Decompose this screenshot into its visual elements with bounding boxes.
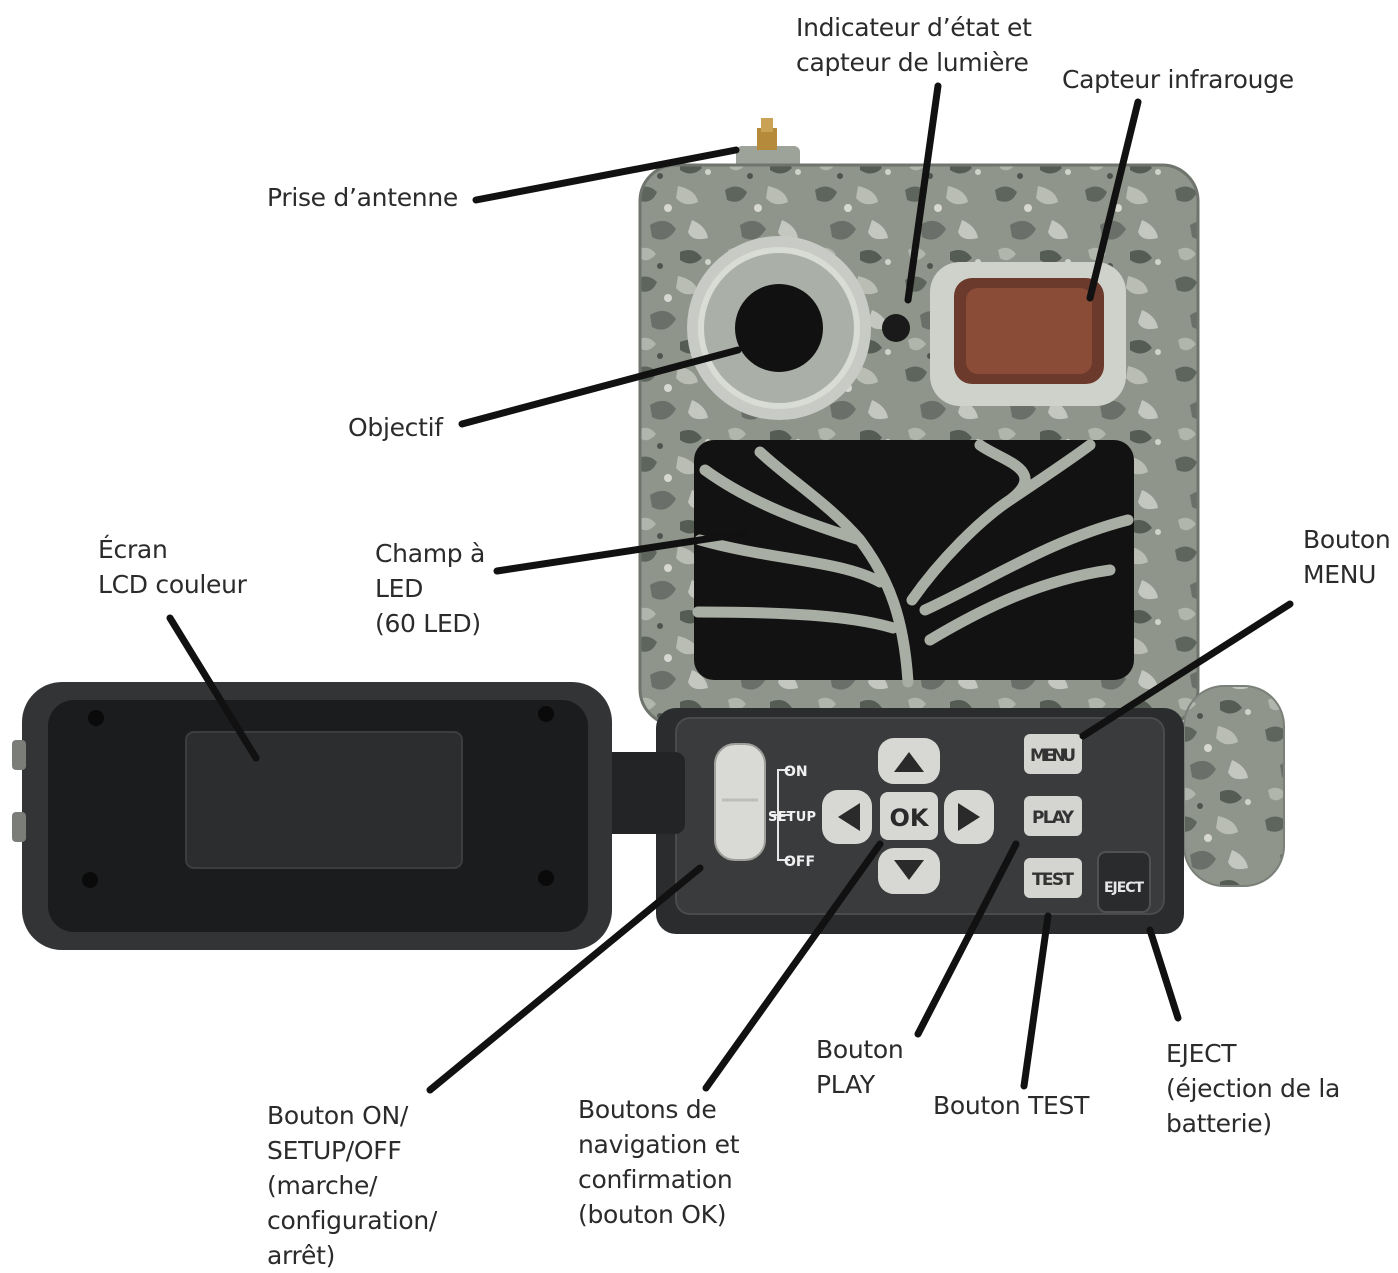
- label-status-indicator: Indicateur d’état et capteur de lumière: [796, 10, 1032, 80]
- label-infrared-sensor: Capteur infrarouge: [1062, 62, 1294, 97]
- label-play: Bouton PLAY: [816, 1032, 903, 1102]
- switch-setup-label: SETUP: [768, 810, 816, 825]
- menu-button-label: MENU: [1030, 746, 1076, 766]
- lens: [687, 236, 871, 420]
- eject-button-label: EJECT: [1104, 880, 1144, 896]
- label-eject: EJECT (éjection de la batterie): [1166, 1036, 1340, 1141]
- leader-eject: [1150, 930, 1178, 1018]
- label-menu: Bouton MENU: [1303, 522, 1390, 592]
- label-led: Champ à LED (60 LED): [375, 536, 485, 641]
- label-onoff: Bouton ON/ SETUP/OFF (marche/ configurat…: [267, 1098, 437, 1273]
- status-indicator: [882, 314, 910, 342]
- switch-off-label: OFF: [784, 854, 815, 870]
- leader-test: [1024, 916, 1048, 1086]
- play-button-label: PLAY: [1032, 808, 1075, 828]
- led-array: [694, 440, 1134, 682]
- label-navigation: Boutons de navigation et confirmation (b…: [578, 1092, 739, 1232]
- label-lcd: Écran LCD couleur: [98, 532, 247, 602]
- ok-button-label: OK: [890, 804, 930, 832]
- lcd-screen: [186, 732, 462, 868]
- label-antenna: Prise d’antenne: [267, 180, 458, 215]
- switch-on-label: ON: [784, 764, 808, 780]
- label-lens: Objectif: [348, 410, 443, 445]
- label-test: Bouton TEST: [933, 1088, 1089, 1123]
- test-button-label: TEST: [1032, 870, 1074, 890]
